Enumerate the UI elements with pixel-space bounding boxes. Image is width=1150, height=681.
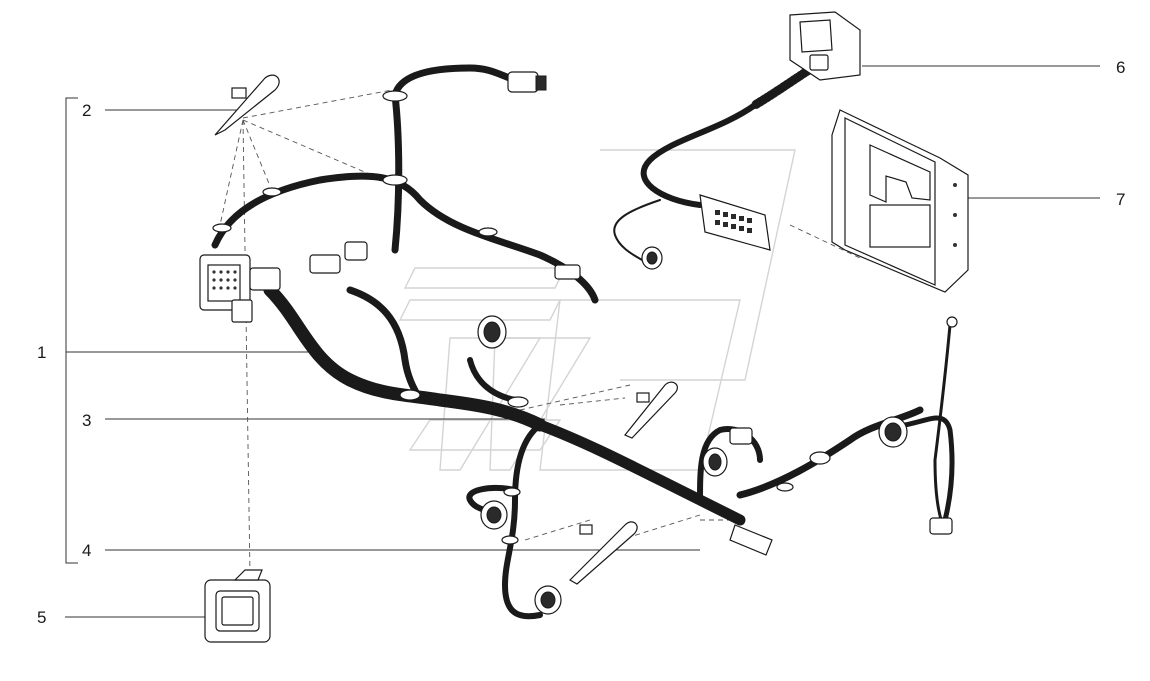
callout-1: 1 <box>37 343 46 362</box>
callout-2: 2 <box>82 101 91 120</box>
dashed-reference-lines <box>219 89 861 576</box>
watermark-logo <box>398 149 796 471</box>
connectors <box>477 71 953 615</box>
group-bracket <box>65 97 78 564</box>
callout-5: 5 <box>37 608 46 627</box>
main-harness <box>211 55 958 620</box>
ecu-unit <box>831 109 969 293</box>
cable-ties <box>212 74 831 585</box>
connector-block <box>199 241 368 323</box>
callout-3: 3 <box>82 411 91 430</box>
grommet-part <box>204 569 271 643</box>
connector-housing-part <box>789 11 861 81</box>
callout-7: 7 <box>1116 190 1125 209</box>
callout-4: 4 <box>82 541 91 560</box>
callout-numbers: 2 1 3 4 5 6 7 <box>37 58 1125 627</box>
callout-6: 6 <box>1116 58 1125 77</box>
